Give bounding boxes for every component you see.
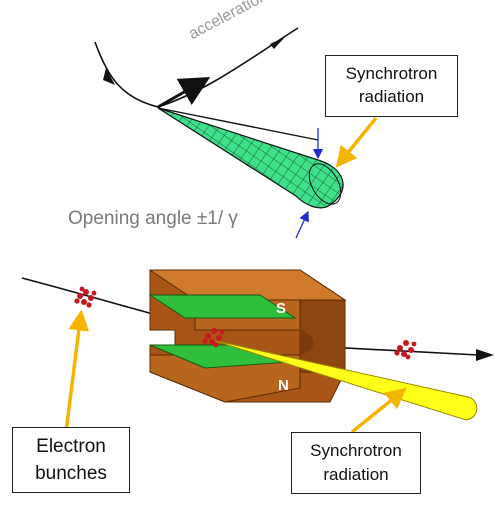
acceleration-arrow	[157, 77, 211, 109]
opening-angle-arrow-bottom	[295, 210, 309, 239]
bottom-callout-arrow	[350, 387, 407, 434]
bottom-radiation-callout: Synchrotron radiation	[291, 432, 421, 494]
pole-label-north: N	[278, 377, 289, 394]
pole-face-top	[148, 294, 297, 319]
radiation-cone	[157, 107, 344, 209]
electron-bunch-left	[74, 286, 97, 308]
electron-callout-arrow	[64, 309, 90, 433]
bottom-callout-line1: Synchrotron	[310, 441, 402, 460]
opening-angle-label: Opening angle ±1/ γ	[68, 208, 238, 229]
electron-bunch-middle	[202, 328, 225, 348]
electron-bunch-right	[394, 340, 417, 360]
pole-label-south: S	[276, 300, 287, 317]
electron-bunches-callout: Electron bunches	[12, 427, 130, 493]
trajectory-arrowhead	[103, 68, 115, 85]
dipole-magnet	[148, 269, 347, 403]
top-callout-line1: Synchrotron	[345, 64, 438, 83]
synchrotron-beam	[211, 339, 478, 421]
bottom-callout-line2: radiation	[323, 465, 389, 484]
top-callout-line2: radiation	[358, 87, 425, 106]
top-callout-arrow	[335, 116, 378, 168]
top-radiation-callout: Synchrotron radiation	[325, 55, 458, 117]
electron-callout-line1: Electron	[36, 436, 106, 457]
beam-arrowhead	[476, 349, 494, 361]
electron-callout-line2: bunches	[35, 463, 107, 484]
